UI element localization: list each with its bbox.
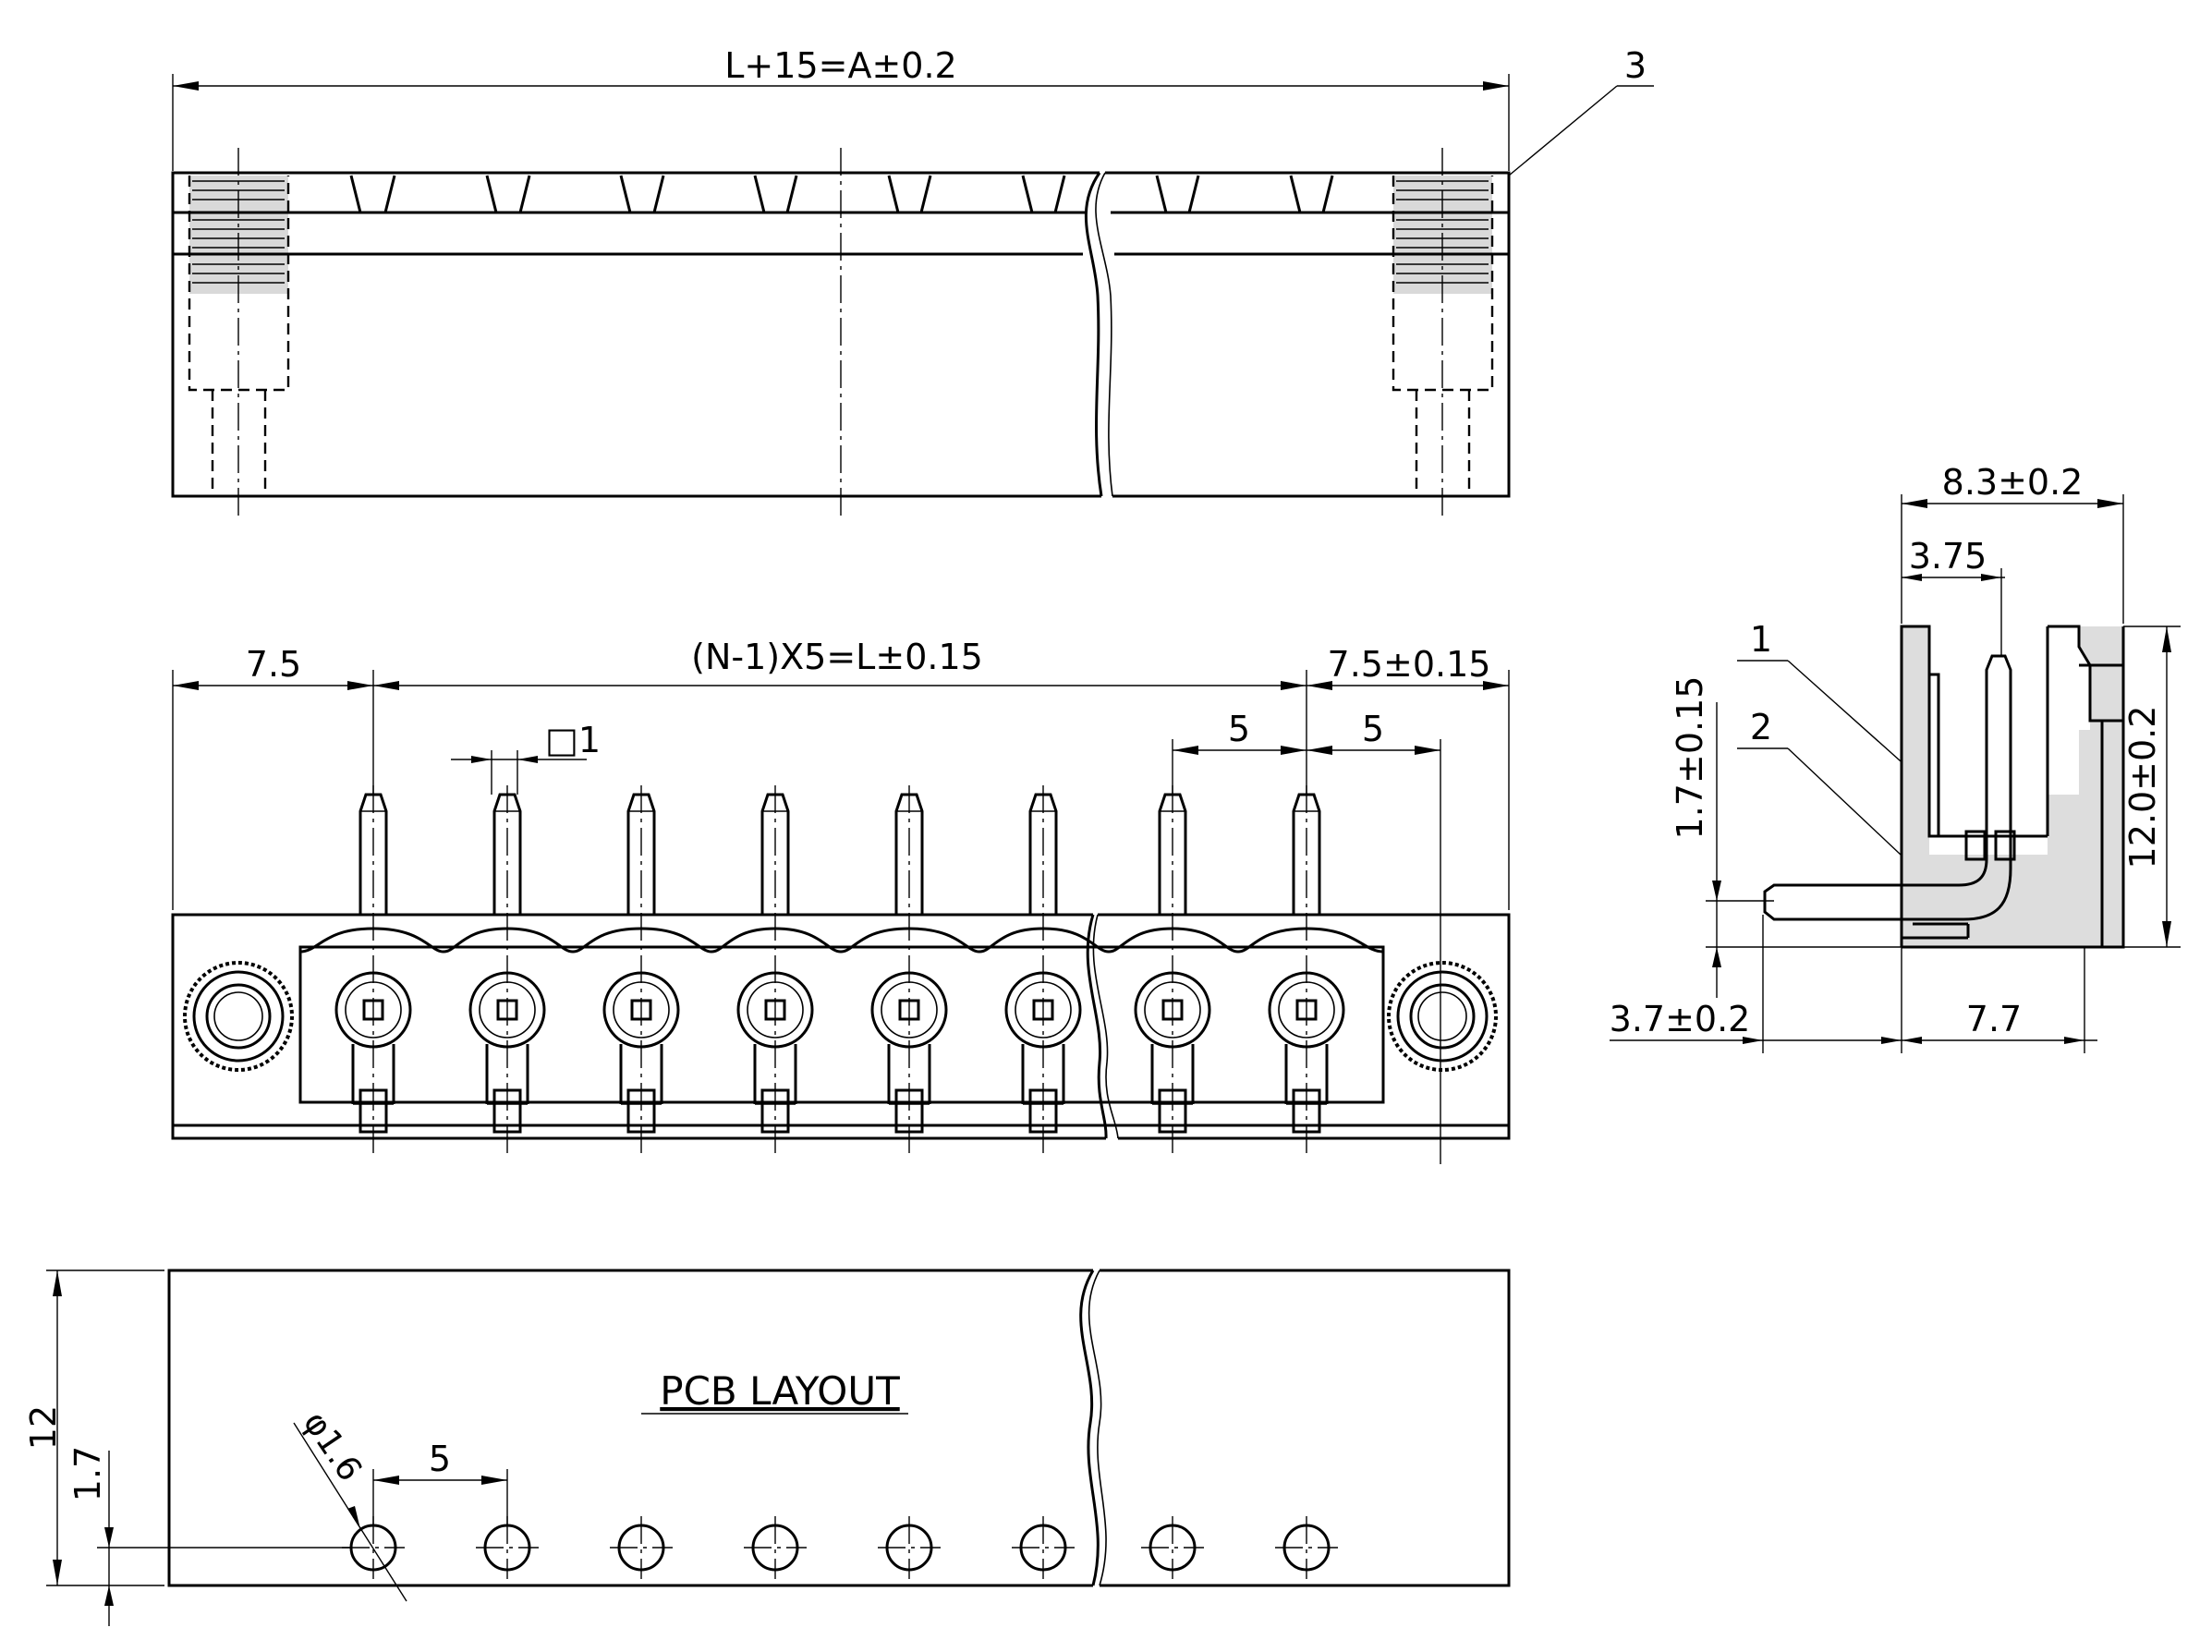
side-pin-height-label: 1.7±0.15 [1670, 676, 1710, 840]
pcb-hole [610, 1516, 673, 1579]
pcb-hole [878, 1516, 941, 1579]
front-right-margin-label: 7.5±0.15 [1328, 644, 1491, 685]
front-break-line-b [1092, 914, 1119, 1139]
pcb-hole-offset-label: 1.7 [67, 1446, 108, 1501]
callout-3-leader [1508, 85, 1618, 176]
pcb-holes [342, 1516, 1338, 1579]
pcb-hole [1141, 1516, 1204, 1579]
front-body-right [1098, 913, 1511, 1140]
pcb-title: PCB LAYOUT [660, 1368, 900, 1414]
front-pitch-a-label: 5 [1228, 709, 1250, 749]
pcb-hole [342, 1516, 405, 1579]
side-pin [1763, 654, 2016, 921]
pcb-hole [1275, 1516, 1338, 1579]
front-pitch-total-label: (N-1)X5=L±0.15 [691, 637, 983, 677]
pcb-height-label: 12 [23, 1405, 64, 1450]
front-right-screw [1387, 961, 1498, 1072]
front-left-margin-label: 7.5 [246, 644, 301, 685]
pcb-pitch-label: 5 [429, 1439, 451, 1479]
front-left-screw [183, 961, 294, 1072]
side-housing [1900, 625, 2125, 949]
front-view: 7.5 (N-1)X5=L±0.15 7.5±0.15 5 5 □1 [171, 637, 1511, 1164]
pcb-layout: PCB LAYOUT 12 1.7 5 φ1.6 [23, 1269, 1511, 1626]
side-height-label: 12.0±0.2 [2122, 706, 2163, 869]
top-teeth [349, 175, 1334, 213]
top-body-right [1105, 171, 1511, 498]
side-view: 8.3±0.2 3.75 12.0±0.2 1.7±0.15 3.7±0.2 7… [1610, 462, 2181, 1053]
front-plug-frame [298, 945, 1385, 1104]
top-body-left [171, 171, 1101, 498]
pcb-break-line-b [1088, 1269, 1107, 1586]
top-left-screw [188, 148, 290, 517]
top-overall-dim-label: L+15=A±0.2 [724, 45, 956, 86]
front-pin [468, 785, 546, 1155]
pcb-hole [1012, 1516, 1075, 1579]
pcb-break-line-a [1079, 1269, 1100, 1586]
front-pin [1134, 785, 1211, 1155]
side-width-label: 8.3±0.2 [1942, 462, 2084, 503]
side-base-depth-label: 7.7 [1966, 999, 2022, 1039]
pcb-hole-dia-label: φ1.6 [296, 1405, 369, 1488]
pcb-hole [476, 1516, 539, 1579]
front-pitch-b-label: 5 [1362, 709, 1384, 749]
front-scalloped-top [299, 927, 1384, 954]
front-pin [1004, 785, 1082, 1155]
front-pin [602, 785, 680, 1155]
front-break-line-a [1086, 914, 1108, 1139]
pcb-hole [744, 1516, 807, 1579]
callout-2-label: 2 [1750, 707, 1772, 747]
front-pin [870, 785, 948, 1155]
top-break-line-b [1095, 172, 1113, 497]
side-pin-protrusion-label: 3.7±0.2 [1610, 999, 1751, 1039]
front-pin [736, 785, 814, 1155]
top-break-line-a [1084, 172, 1103, 497]
front-body-left [171, 913, 1106, 1140]
top-view: L+15=A±0.2 3 [171, 45, 1654, 517]
front-pin [334, 785, 412, 1155]
top-right-screw [1392, 148, 1494, 517]
pin-size-label: □1 [545, 720, 601, 760]
front-pin [1268, 785, 1345, 1155]
callout-1-label: 1 [1750, 619, 1772, 660]
callout-3-label: 3 [1624, 45, 1647, 86]
pcb-board-right [1100, 1269, 1511, 1587]
side-offset-label: 3.75 [1909, 536, 1987, 577]
pcb-board-left [167, 1269, 1093, 1587]
front-pins [334, 785, 1345, 1155]
